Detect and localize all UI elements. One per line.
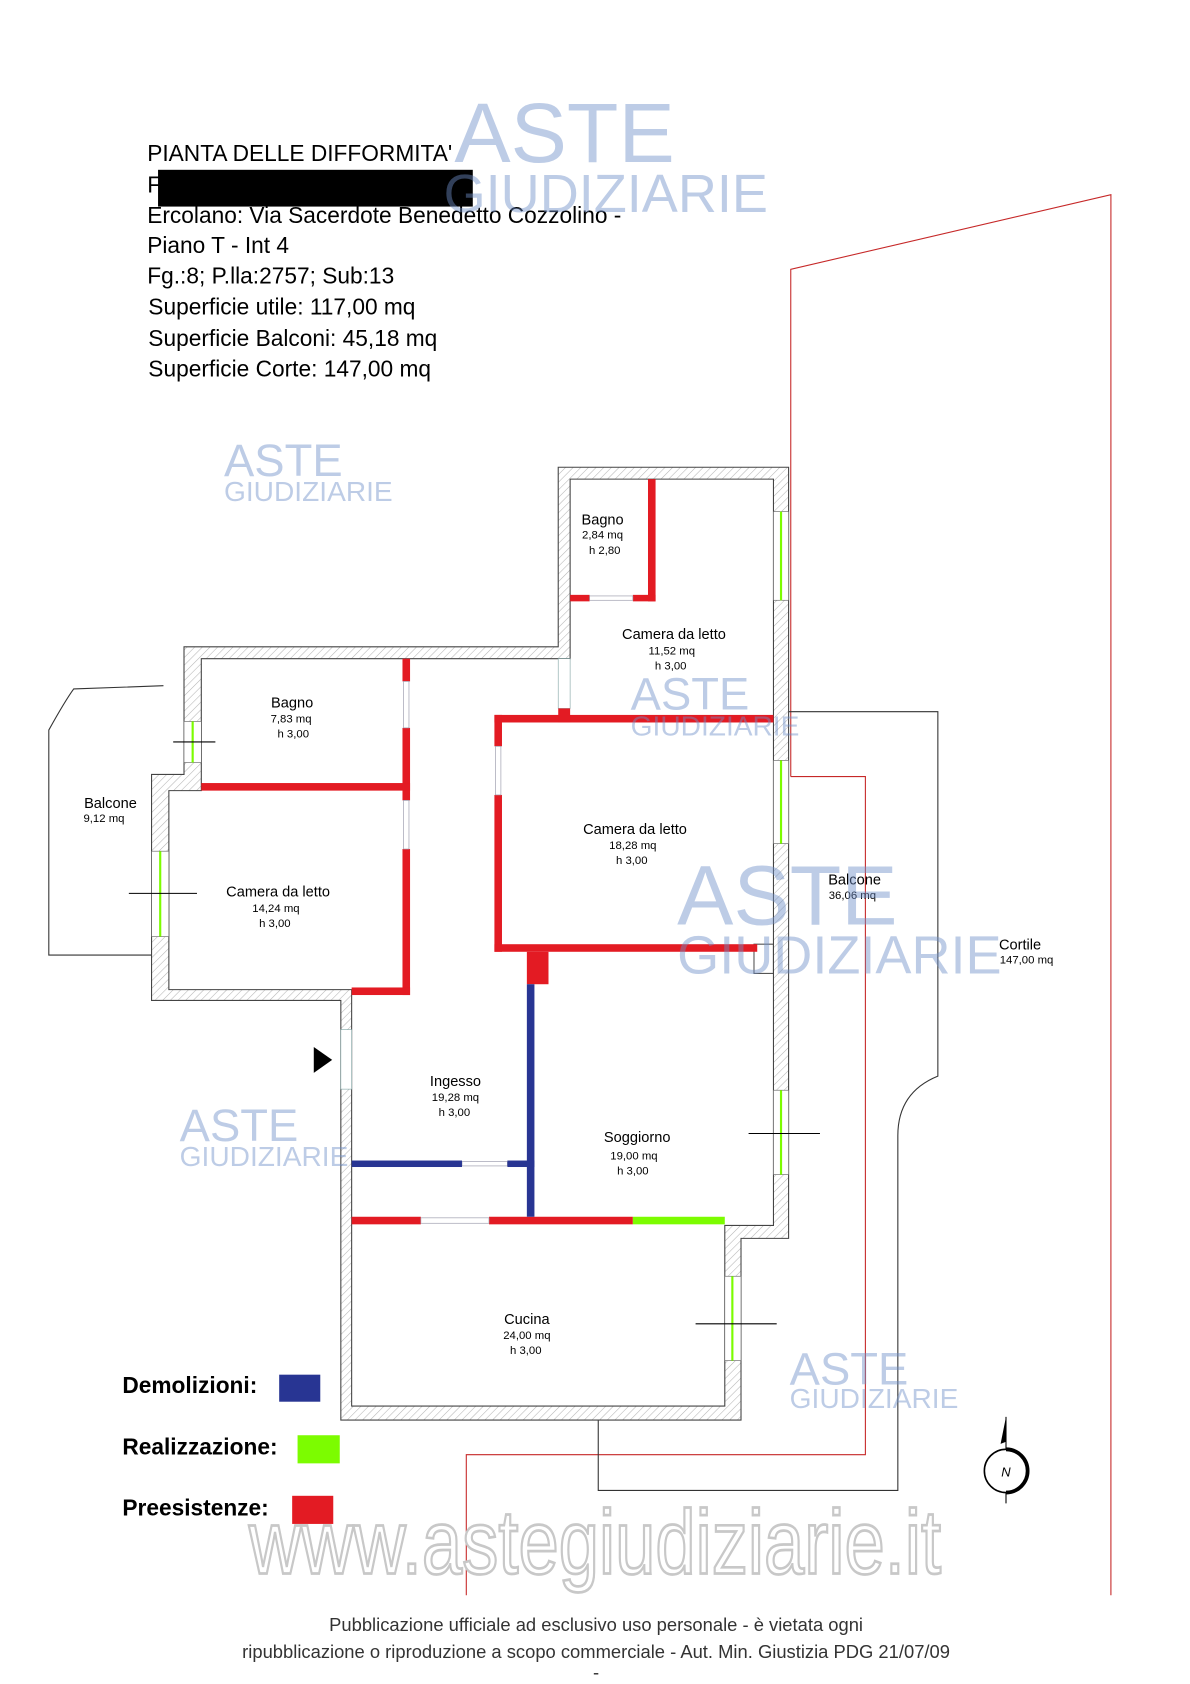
svg-text:9,12 mq: 9,12 mq <box>83 813 124 825</box>
svg-text:24,00 mq: 24,00 mq <box>503 1330 550 1342</box>
legend-realizzazione-swatch <box>297 1435 340 1464</box>
legend-preesistenze-label: Preesistenze: <box>122 1494 268 1520</box>
svg-text:11,52 mq: 11,52 mq <box>649 645 695 657</box>
address: Ercolano: Via Sacerdote Benedetto Cozzol… <box>147 202 621 228</box>
svg-text:ASTE: ASTE <box>180 1100 299 1151</box>
surface-useful: Superficie utile: 117,00 mq <box>148 294 415 320</box>
entrance-door <box>340 1029 352 1090</box>
room-label-soggiorno: Soggiorno 19,00 mq h 3,00 <box>604 1130 671 1177</box>
surface-court: Superficie Corte: 147,00 mq <box>148 355 431 381</box>
room-label-camera-18: Camera da letto 18,28 mq h 3,00 <box>583 822 687 867</box>
watermark-logos: ASTE GIUDIZIARIE ASTE GIUDIZIARIE ASTE G… <box>180 86 1002 1595</box>
footer: Pubblicazione ufficiale ad esclusivo uso… <box>242 1614 950 1683</box>
watermark-site: www.astegiudiziarie.it <box>248 1493 941 1594</box>
svg-text:Camera da letto: Camera da letto <box>583 822 687 838</box>
door-opening <box>557 658 571 709</box>
new-wall <box>632 1216 725 1225</box>
room-label-balcone-right: Balcone 36,06 mq <box>828 873 881 902</box>
svg-text:19,00 mq: 19,00 mq <box>610 1150 657 1162</box>
svg-text:GIUDIZIARIE: GIUDIZIARIE <box>631 710 800 741</box>
svg-text:Cortile: Cortile <box>999 938 1041 954</box>
demolished-walls <box>351 984 535 1217</box>
svg-text:GIUDIZIARIE: GIUDIZIARIE <box>790 1383 959 1414</box>
svg-text:h 3,00: h 3,00 <box>277 729 309 741</box>
floor-info: Piano T - Int 4 <box>147 232 289 258</box>
svg-text:147,00 mq: 147,00 mq <box>1000 955 1054 967</box>
svg-text:GIUDIZIARIE: GIUDIZIARIE <box>180 1141 349 1172</box>
room-label-ingresso: Ingesso 19,28 mq h 3,00 <box>430 1074 481 1119</box>
window-section-marks <box>128 741 820 1325</box>
door-openings <box>403 595 634 1224</box>
svg-text:ASTE: ASTE <box>677 849 897 943</box>
svg-text:ASTE: ASTE <box>631 669 750 720</box>
svg-text:h 3,00: h 3,00 <box>655 660 687 672</box>
balcone-left-outline <box>48 685 164 956</box>
balcone-right-outline <box>597 711 939 1491</box>
svg-text:Bagno: Bagno <box>581 513 623 529</box>
svg-text:36,06 mq: 36,06 mq <box>829 890 876 902</box>
svg-text:h 3,00: h 3,00 <box>439 1107 471 1119</box>
room-label-balcone-left: Balcone 9,12 mq <box>83 796 136 825</box>
legend-realizzazione-label: Realizzazione: <box>122 1434 277 1460</box>
svg-text:Camera da letto: Camera da letto <box>226 885 330 901</box>
svg-text:h 3,00: h 3,00 <box>510 1345 542 1357</box>
entrance-arrow-icon <box>313 1046 333 1073</box>
document-title: PIANTA DELLE DIFFORMITA' <box>147 140 452 166</box>
room-label-cortile: Cortile 147,00 mq <box>999 938 1053 967</box>
footer-line-2: ripubblicazione o riproduzione a scopo c… <box>242 1641 950 1662</box>
svg-text:7,83 mq: 7,83 mq <box>271 713 312 725</box>
svg-text:h 3,00: h 3,00 <box>616 855 648 867</box>
svg-text:ASTE: ASTE <box>224 435 343 486</box>
svg-text:Cucina: Cucina <box>504 1312 550 1328</box>
svg-text:ASTE: ASTE <box>454 86 674 180</box>
legend-preesistenze-swatch <box>292 1495 334 1524</box>
svg-text:GIUDIZIARIE: GIUDIZIARIE <box>224 476 393 507</box>
cadastral-info: Fg.:8; P.lla:2757; Sub:13 <box>147 262 394 288</box>
room-label-camera-11: Camera da letto 11,52 mq h 3,00 <box>622 627 726 672</box>
svg-text:h 2,80: h 2,80 <box>589 545 621 557</box>
property-boundary-line-inner <box>465 776 866 1596</box>
svg-text:Camera da letto: Camera da letto <box>622 627 726 643</box>
svg-text:N: N <box>1001 1464 1011 1479</box>
svg-text:Balcone: Balcone <box>828 873 881 889</box>
legend: Demolizioni: Realizzazione: Preesistenze… <box>122 1372 340 1524</box>
svg-text:18,28 mq: 18,28 mq <box>609 840 656 852</box>
svg-text:h 3,00: h 3,00 <box>617 1166 649 1178</box>
svg-text:GIUDIZIARIE: GIUDIZIARIE <box>444 164 768 224</box>
footer-line-3: - <box>593 1662 599 1683</box>
footer-line-1: Pubblicazione ufficiale ad esclusivo uso… <box>329 1614 863 1635</box>
svg-text:Balcone: Balcone <box>84 796 137 812</box>
legend-demolizioni-swatch <box>279 1374 321 1402</box>
room-label-bagno-small: Bagno 2,84 mq h 2,80 <box>581 513 623 557</box>
svg-text:Ingesso: Ingesso <box>430 1074 481 1090</box>
svg-text:GIUDIZIARIE: GIUDIZIARIE <box>677 925 1001 985</box>
svg-text:Bagno: Bagno <box>271 695 313 711</box>
legend-demolizioni-label: Demolizioni: <box>122 1372 257 1398</box>
owner-initial: F <box>147 172 161 198</box>
surface-balconies: Superficie Balconi: 45,18 mq <box>148 325 437 351</box>
preexisting-walls <box>201 479 774 1225</box>
svg-text:2,84 mq: 2,84 mq <box>582 530 623 542</box>
redaction-box <box>158 169 473 207</box>
room-label-cucina: Cucina 24,00 mq h 3,00 <box>503 1312 550 1357</box>
header-block: PIANTA DELLE DIFFORMITA' F Ercolano: Via… <box>147 140 621 381</box>
svg-text:14,24 mq: 14,24 mq <box>252 903 299 915</box>
svg-text:Soggiorno: Soggiorno <box>604 1130 671 1146</box>
room-label-bagno: Bagno 7,83 mq h 3,00 <box>271 695 314 740</box>
svg-text:19,28 mq: 19,28 mq <box>432 1092 479 1104</box>
svg-text:h 3,00: h 3,00 <box>259 918 291 930</box>
north-compass-icon: N <box>983 1416 1030 1504</box>
property-boundary-line <box>790 194 1112 1596</box>
room-label-camera-14: Camera da letto 14,24 mq h 3,00 <box>226 885 330 930</box>
svg-text:ASTE: ASTE <box>790 1343 909 1394</box>
